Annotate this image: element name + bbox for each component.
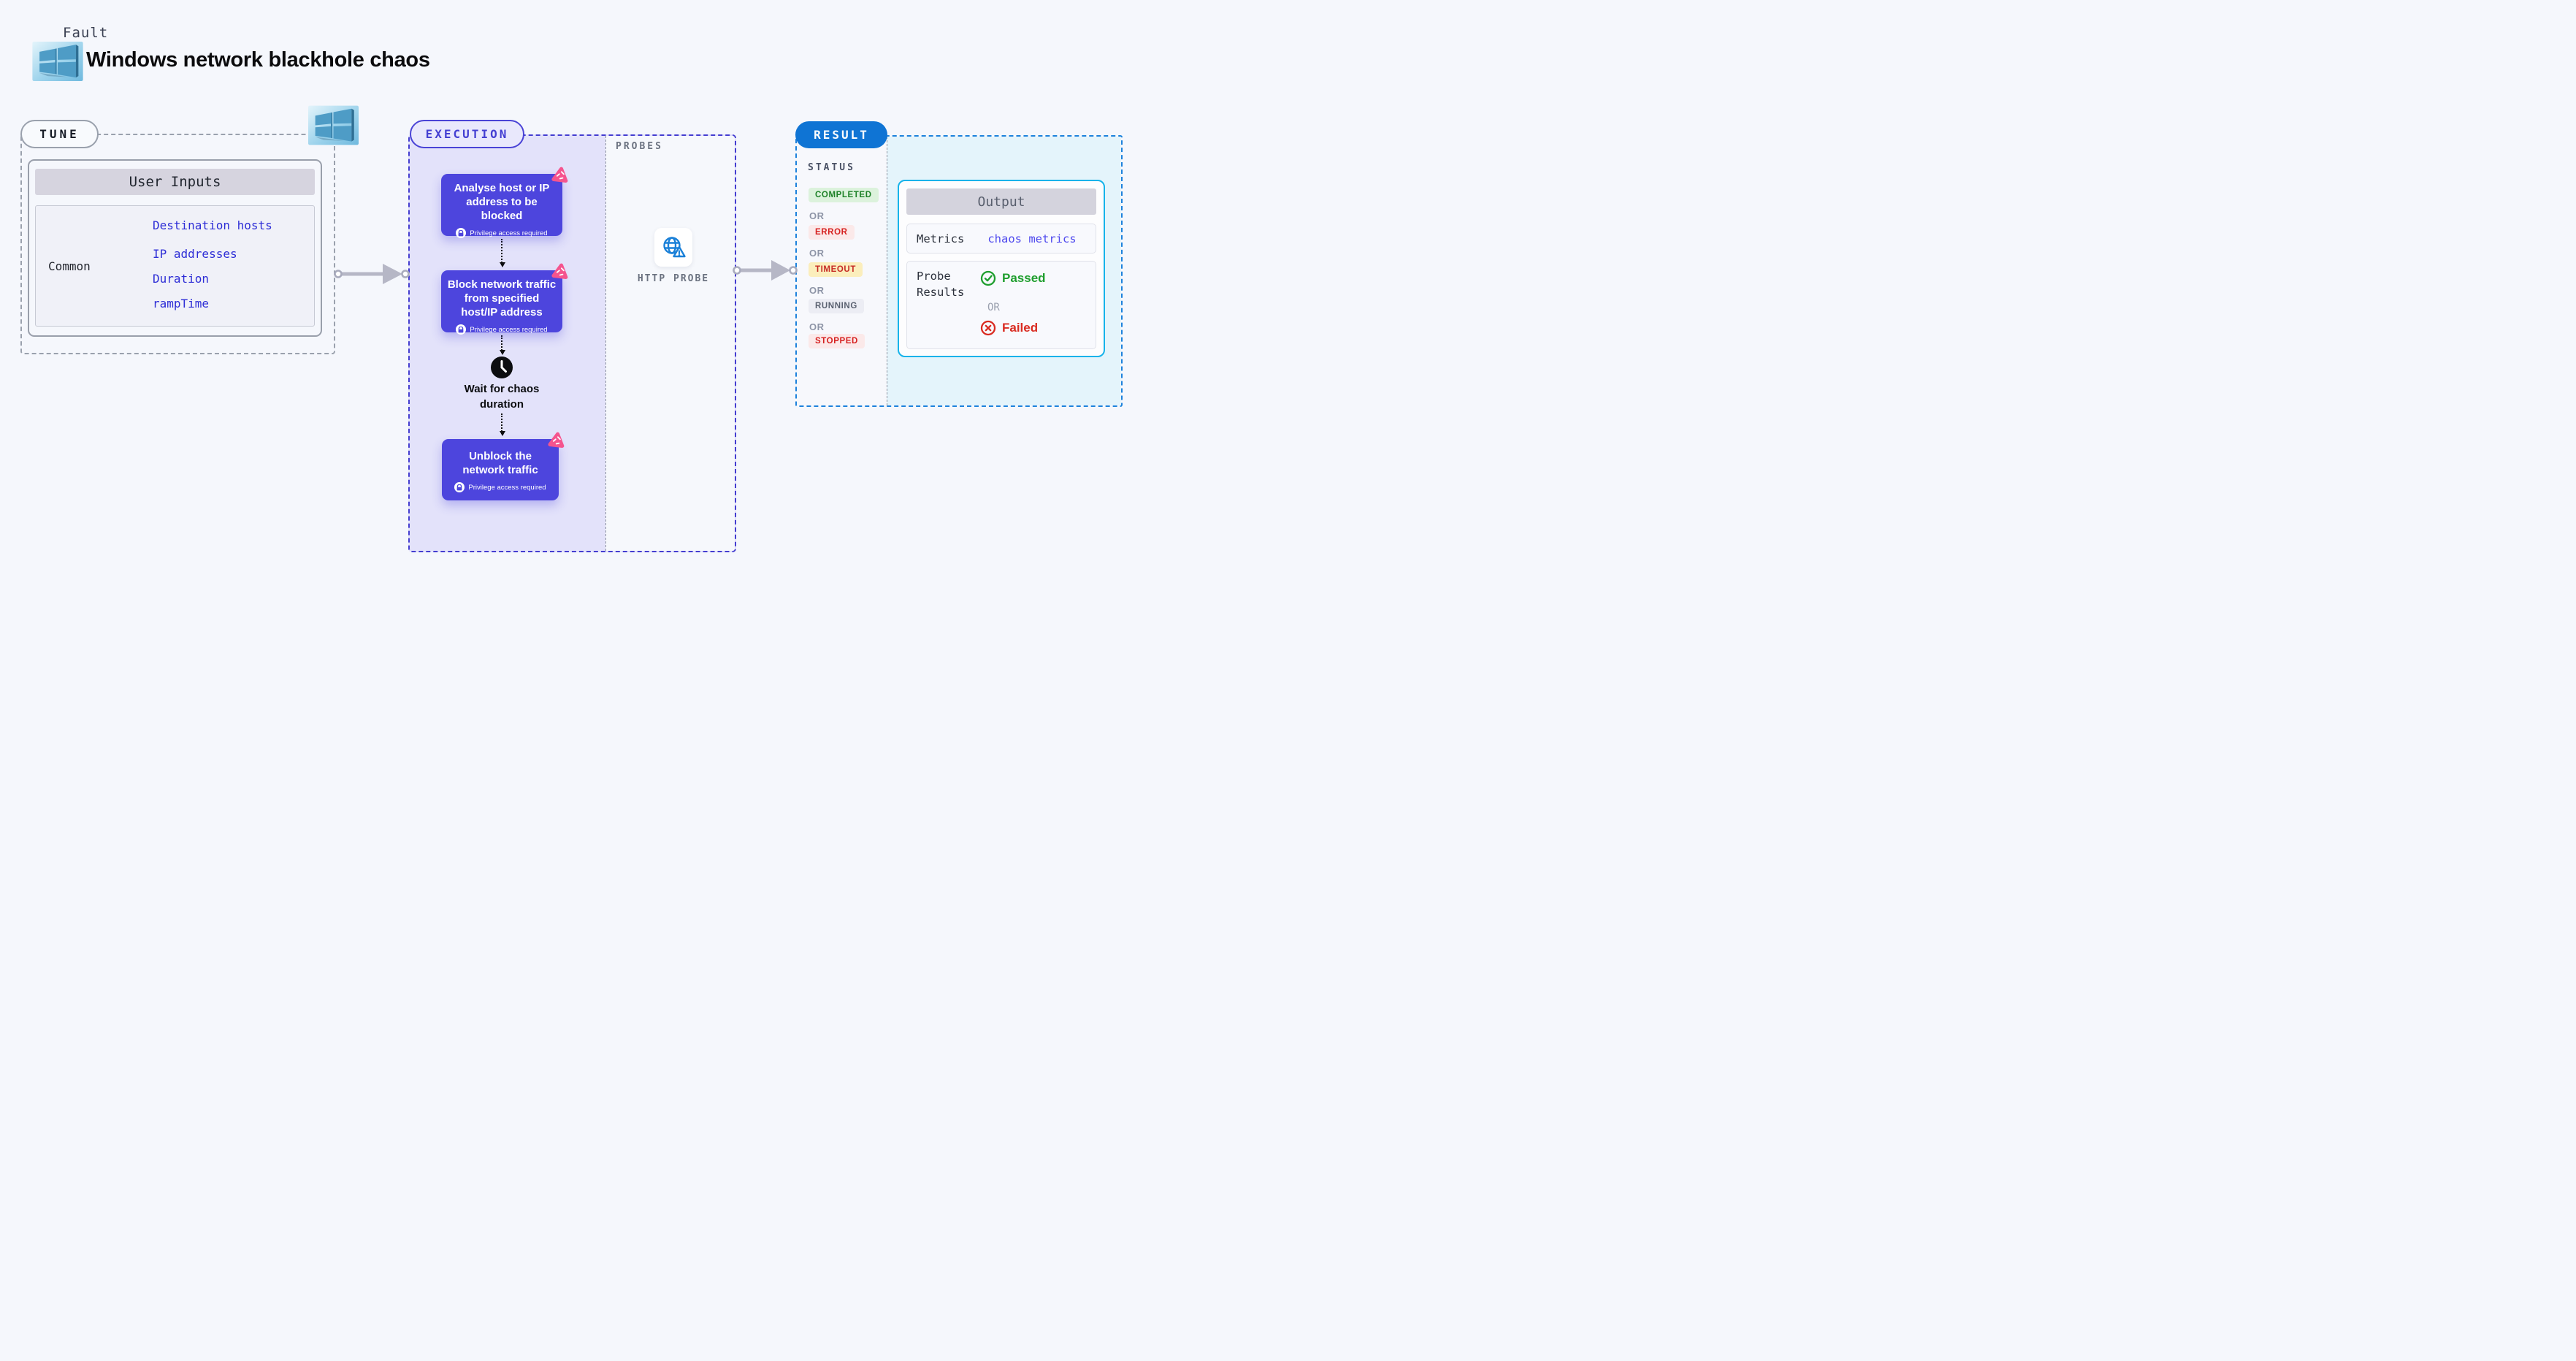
arrow-probes-to-result [733, 260, 798, 281]
step-analyse-host[interactable]: Analyse host or IP address to be blocked… [441, 167, 568, 238]
input-link-ip-addresses[interactable]: IP addresses [153, 247, 237, 261]
status-label: STATUS [808, 162, 855, 173]
metrics-label: Metrics [917, 232, 965, 245]
privilege-note: Privilege access required [468, 483, 546, 492]
privilege-note: Privilege access required [470, 325, 548, 334]
or-label: OR [809, 321, 825, 332]
status-badge-error: ERROR [809, 225, 855, 240]
chaos-logo-badge [551, 167, 568, 183]
user-inputs-row-label: Common [48, 259, 91, 273]
user-inputs-card [28, 159, 322, 337]
probe-results-row: Probe Results Passed OR Failed [906, 261, 1096, 349]
output-header: Output [906, 188, 1096, 215]
probes-label: PROBES [616, 141, 663, 152]
step-unblock-traffic[interactable]: Unblock the network traffic Privilege ac… [442, 432, 565, 500]
user-inputs-table [35, 205, 315, 327]
http-probe-card[interactable] [654, 228, 692, 267]
metrics-row: Metrics chaos metrics [906, 224, 1096, 253]
step-title: Unblock the network traffic [462, 450, 538, 476]
tune-section-box [20, 134, 335, 354]
flow-connector [499, 239, 505, 267]
x-circle-icon [980, 320, 996, 336]
or-label: OR [809, 285, 825, 296]
status-badge-stopped: STOPPED [809, 334, 865, 348]
status-badge-completed: COMPLETED [809, 188, 879, 202]
execution-pill: EXECUTION [410, 120, 524, 148]
arrow-tune-to-execution [334, 264, 410, 284]
or-label: OR [987, 302, 1000, 313]
probes-area [605, 136, 735, 551]
result-pill: RESULT [795, 121, 887, 148]
status-badge-timeout: TIMEOUT [809, 262, 863, 277]
input-link-duration[interactable]: Duration [153, 272, 210, 286]
passed-indicator: Passed [980, 270, 1046, 286]
input-link-ramptime[interactable]: rampTime [153, 297, 210, 310]
lock-icon [454, 482, 465, 492]
flow-connector [499, 335, 505, 355]
metrics-value-link[interactable]: chaos metrics [987, 232, 1077, 245]
clock-icon [491, 357, 513, 378]
windows-logo-small [308, 105, 359, 145]
wait-step-label: Wait for chaos duration [464, 383, 540, 411]
flow-connector [499, 413, 505, 436]
or-label: OR [809, 248, 825, 259]
or-label: OR [809, 210, 825, 221]
input-link-destination-hosts[interactable]: Destination hosts [153, 218, 272, 232]
lock-icon [456, 228, 467, 238]
fault-eyebrow: Fault [63, 25, 109, 41]
globe-warning-icon [663, 236, 686, 257]
step-title: Analyse host or IP address to be blocked [454, 182, 550, 222]
failed-text: Failed [1002, 321, 1039, 335]
lock-icon [456, 324, 467, 335]
chaos-logo-badge [551, 263, 568, 279]
http-probe-label: HTTP PROBE [637, 273, 710, 284]
user-inputs-header: User Inputs [35, 169, 315, 195]
privilege-note: Privilege access required [470, 229, 548, 237]
probe-results-label: Probe Results [917, 270, 965, 299]
step-title: Block network traffic from specified hos… [447, 278, 557, 319]
step-block-traffic[interactable]: Block network traffic from specified hos… [441, 263, 568, 335]
windows-logo [32, 42, 83, 81]
page-title: Windows network blackhole chaos [86, 48, 430, 72]
passed-text: Passed [1002, 271, 1046, 285]
chaos-logo-badge [548, 432, 565, 448]
failed-indicator: Failed [980, 320, 1038, 336]
tune-pill: TUNE [20, 120, 99, 148]
status-badge-running: RUNNING [809, 299, 864, 313]
check-circle-icon [980, 270, 996, 286]
diagram-canvas: { "header": { "eyebrow": "Fault", "title… [0, 0, 1145, 605]
